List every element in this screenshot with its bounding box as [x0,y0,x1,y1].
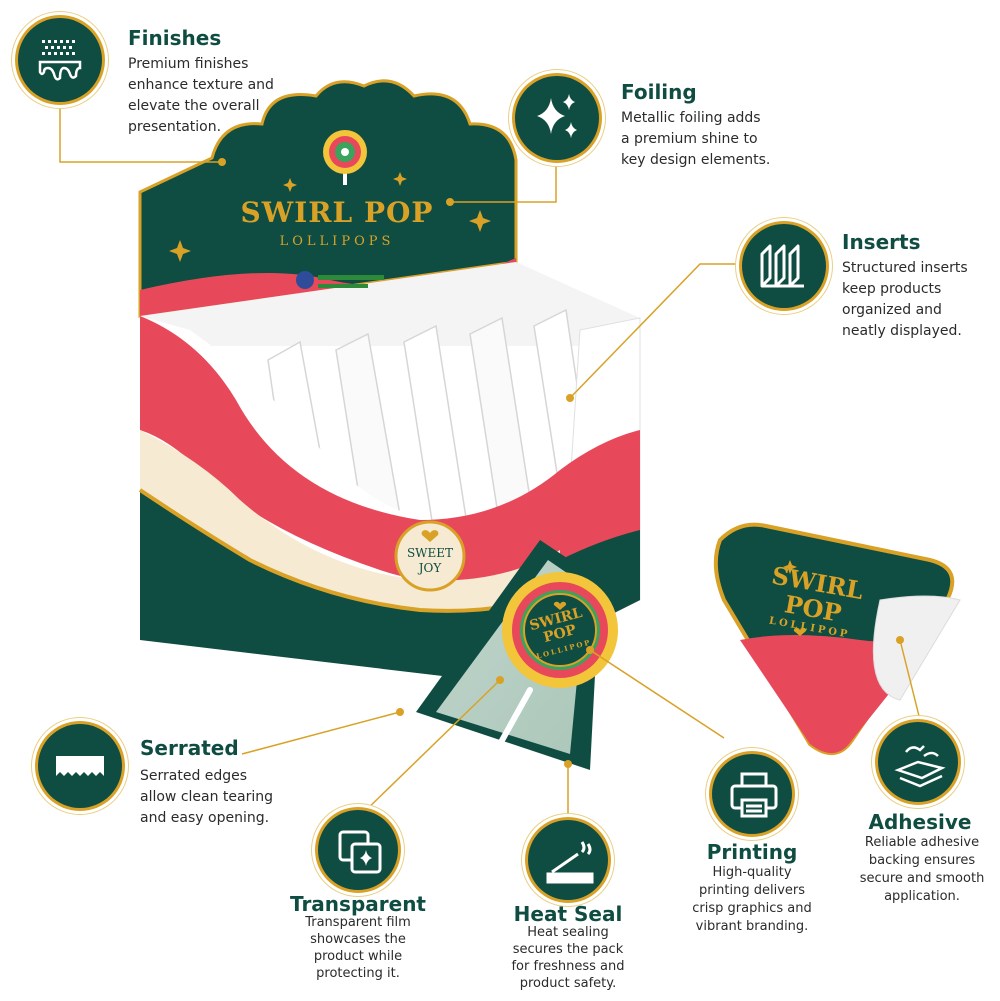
finishes-title: Finishes [128,26,222,50]
printer-icon [712,754,792,834]
foiling-title: Foiling [621,80,697,104]
header-lollipop-icon [323,130,367,185]
connector-lines [59,100,921,820]
transparent-title: Transparent [290,892,426,916]
printing-title: Printing [706,840,798,864]
brand-title: SWIRL POP [240,196,434,229]
adhesive-title: Adhesive [868,810,972,834]
heat-seal-icon [528,820,608,900]
box-front [138,316,561,690]
serrated-edge-icon [38,724,122,808]
lollipop-stick [477,687,533,783]
lollipop-pack [416,540,618,783]
heat-seal-title: Heat Seal [513,902,623,926]
mini-logo-icon [296,271,314,289]
brand-subtitle: LOLLIPOPS [279,234,395,249]
adhesive-layer-icon [878,722,958,802]
box-interior [140,262,640,346]
heart-icon [421,530,439,542]
box-dividers [267,308,601,582]
serrated-title: Serrated [140,736,239,760]
sparkle-icon [515,76,599,160]
drip-texture-icon [18,18,102,102]
transparent-film-icon [318,810,398,890]
inserts-title: Inserts [842,230,921,254]
insert-panels-icon [742,224,826,308]
